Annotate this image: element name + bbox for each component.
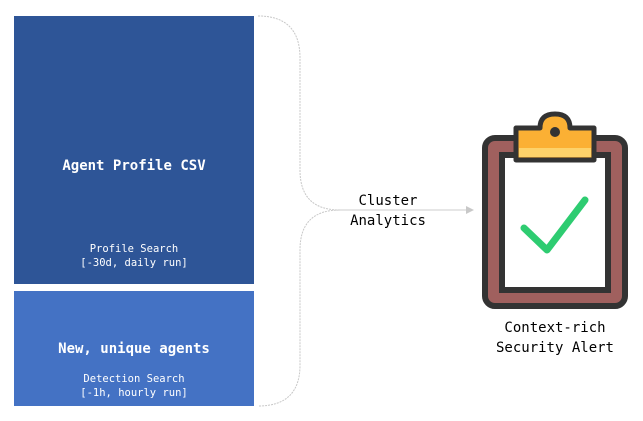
profile-search-schedule: [-30d, daily run] xyxy=(80,257,188,269)
detection-search-schedule: [-1h, hourly run] xyxy=(80,387,188,399)
new-agents-title: New, unique agents xyxy=(58,341,210,357)
security-alert-line2: Security Alert xyxy=(495,340,614,356)
cluster-analytics-line2: Analytics xyxy=(350,213,426,229)
cluster-analytics-line1: Cluster xyxy=(358,193,418,209)
new-agents-block: New, unique agents Detection Search [-1h… xyxy=(14,291,254,406)
curly-brace xyxy=(257,15,341,407)
arrow-head-icon xyxy=(466,206,474,214)
clipboard-clip-hole xyxy=(550,127,560,137)
agent-profile-title: Agent Profile CSV xyxy=(62,158,206,174)
security-alert-label: Context-rich Security Alert xyxy=(470,318,640,358)
security-alert-line1: Context-rich xyxy=(504,320,606,336)
clipboard-check-icon xyxy=(482,111,628,309)
profile-search-caption: Profile Search [-30d, daily run] xyxy=(14,242,254,270)
profile-search-name: Profile Search xyxy=(89,243,179,255)
check-mark-icon xyxy=(520,196,589,254)
detection-search-name: Detection Search xyxy=(83,373,185,385)
cluster-analytics-label: Cluster Analytics xyxy=(333,191,443,231)
clipboard-clip-highlight xyxy=(519,148,591,157)
clipboard-paper xyxy=(499,152,611,293)
agent-profile-block: Agent Profile CSV Profile Search [-30d, … xyxy=(14,16,254,284)
detection-search-caption: Detection Search [-1h, hourly run] xyxy=(14,372,254,400)
